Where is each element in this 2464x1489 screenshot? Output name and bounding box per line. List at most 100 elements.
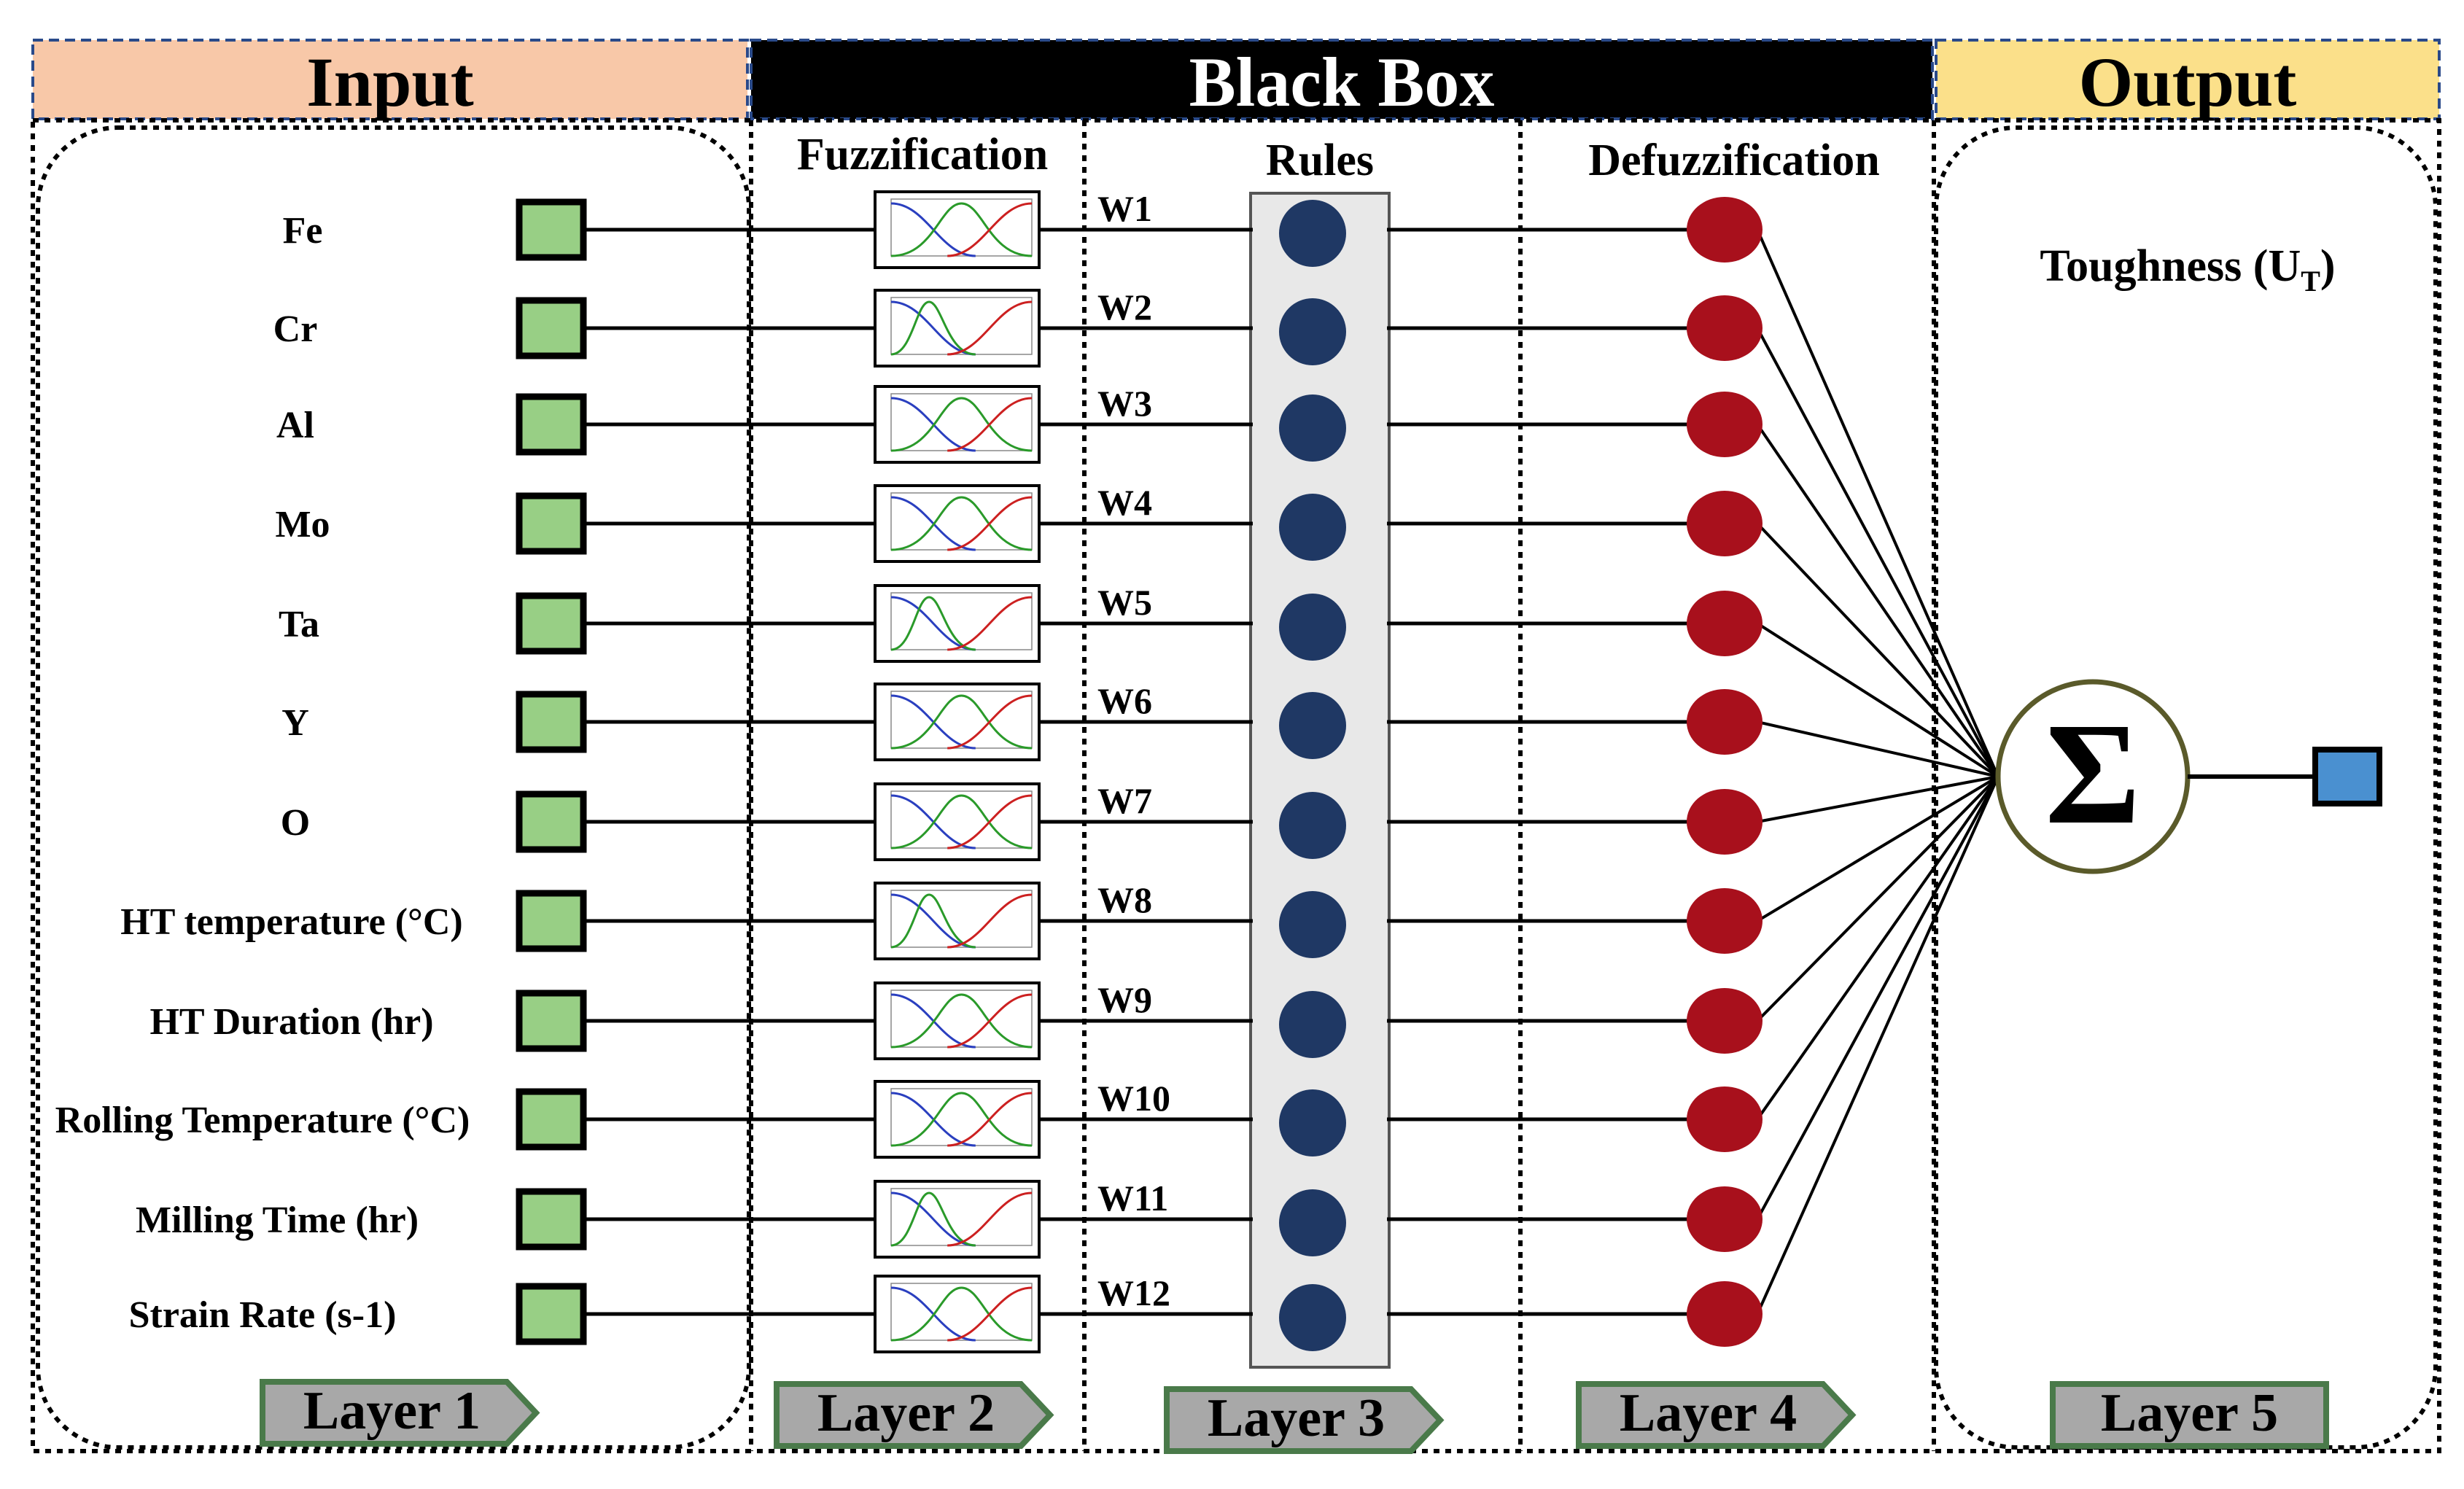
defuzz-node xyxy=(1687,197,1763,263)
input-label: Fe xyxy=(283,210,323,252)
rules-bar xyxy=(1249,192,1391,1369)
membership-function-icon xyxy=(874,782,1041,861)
input-node xyxy=(516,198,587,261)
output-header: Output xyxy=(2079,43,2297,121)
layer-tag-2: Layer 2 xyxy=(774,1381,1054,1449)
link-defuzz-sum xyxy=(1756,775,1999,1022)
weight-label: W3 xyxy=(1097,383,1152,424)
defuzzification-title: Defuzzification xyxy=(1588,136,1879,185)
rule-node xyxy=(1279,494,1346,561)
network-row: Rolling Temperature (°C) W10 xyxy=(55,775,1999,1159)
layer-tag-3: Layer 3 xyxy=(1164,1386,1445,1454)
weight-label: W9 xyxy=(1097,979,1152,1020)
weight-label: W10 xyxy=(1097,1078,1170,1119)
input-node xyxy=(516,393,587,456)
output-label-sub: T xyxy=(2301,265,2320,298)
input-node xyxy=(516,890,587,952)
input-label: Al xyxy=(276,405,314,446)
layer-label: Layer 4 xyxy=(1620,1383,1797,1443)
input-node xyxy=(516,1283,587,1345)
network-row: Mo W4 xyxy=(275,482,1999,778)
output-header-bar xyxy=(1935,39,2441,120)
input-label: O xyxy=(281,802,310,844)
output-node xyxy=(2312,747,2382,806)
membership-function-icon xyxy=(874,1275,1041,1353)
network-row: HT temperature (°C)W8 xyxy=(120,775,1999,960)
input-label: Ta xyxy=(279,604,319,645)
black-box-header: Black Box xyxy=(1189,43,1495,121)
layer-tags: Layer 1 Layer 2 Layer 3 Layer 4 Layer 5 xyxy=(260,1379,2329,1454)
rule-node xyxy=(1279,200,1346,267)
membership-function-icon xyxy=(874,882,1041,960)
link-defuzz-sum xyxy=(1756,775,1999,922)
input-label: HT temperature (°C) xyxy=(120,901,462,943)
link-defuzz-sum xyxy=(1756,776,1999,1220)
membership-function-icon xyxy=(874,385,1041,464)
rule-node xyxy=(1279,792,1346,859)
fuzzification-title: Fuzzification xyxy=(797,130,1048,179)
input-node xyxy=(516,691,587,753)
input-node xyxy=(516,990,587,1052)
link-defuzz-sum xyxy=(1757,775,1999,823)
rule-node xyxy=(1279,692,1346,759)
membership-function-icon xyxy=(874,584,1041,663)
layer-tag-1: Layer 1 xyxy=(260,1379,540,1447)
membership-function-icon xyxy=(874,484,1041,563)
network-row: Y W6 xyxy=(281,680,1999,778)
membership-function-icon xyxy=(874,1180,1041,1259)
input-label: Y xyxy=(281,702,309,744)
output-label: Toughness (UT) xyxy=(2040,241,2335,298)
layer-tag-5: Layer 5 xyxy=(2050,1381,2329,1449)
input-label: Milling Time (hr) xyxy=(136,1200,419,1241)
weight-label: W6 xyxy=(1097,680,1152,721)
rule-node xyxy=(1279,1089,1346,1156)
defuzz-node xyxy=(1687,591,1763,656)
layer-label: Layer 5 xyxy=(2101,1383,2278,1443)
membership-function-icon xyxy=(874,683,1041,761)
membership-function-icon xyxy=(874,981,1041,1060)
layer-label: Layer 3 xyxy=(1208,1388,1385,1448)
input-label: Cr xyxy=(273,308,318,350)
layer-label: Layer 1 xyxy=(303,1381,481,1441)
input-label: Rolling Temperature (°C) xyxy=(55,1100,470,1141)
defuzz-node xyxy=(1687,1281,1763,1347)
defuzz-node xyxy=(1687,491,1763,556)
input-node xyxy=(516,297,587,359)
input-node xyxy=(516,790,587,853)
input-label: HT Duration (hr) xyxy=(149,1001,433,1043)
membership-function-icon xyxy=(874,1080,1041,1159)
rule-node xyxy=(1279,594,1346,661)
weight-label: W11 xyxy=(1097,1178,1168,1218)
link-defuzz-sum xyxy=(1756,775,1999,1121)
network-row: HT Duration (hr) W9 xyxy=(149,775,1999,1060)
rule-node xyxy=(1279,1284,1346,1351)
link-defuzz-sum xyxy=(1756,522,1999,778)
weight-label: W12 xyxy=(1097,1272,1170,1313)
link-defuzz-sum xyxy=(1756,622,1999,778)
rule-node xyxy=(1279,991,1346,1058)
link-defuzz-sum xyxy=(1756,776,1999,1315)
link-defuzz-sum xyxy=(1756,229,1999,777)
defuzz-node xyxy=(1687,392,1763,457)
defuzz-node xyxy=(1687,1086,1763,1152)
input-panel xyxy=(36,125,751,1450)
layer-label: Layer 2 xyxy=(817,1383,995,1443)
defuzz-node xyxy=(1687,295,1763,361)
input-node xyxy=(516,492,587,555)
sigma-icon: Σ xyxy=(2045,693,2141,855)
input-label: Mo xyxy=(275,504,330,545)
defuzz-node xyxy=(1687,988,1763,1054)
link-defuzz-sum xyxy=(1757,720,1999,778)
weight-label: W4 xyxy=(1097,482,1152,523)
rule-node xyxy=(1279,298,1346,365)
black-box-header-bar xyxy=(750,39,1934,120)
membership-function-icon xyxy=(874,289,1041,368)
layer-tag-4: Layer 4 xyxy=(1576,1381,1857,1449)
input-header-bar xyxy=(31,39,749,120)
defuzz-node xyxy=(1687,888,1763,954)
output-label-end: ) xyxy=(2320,241,2336,291)
